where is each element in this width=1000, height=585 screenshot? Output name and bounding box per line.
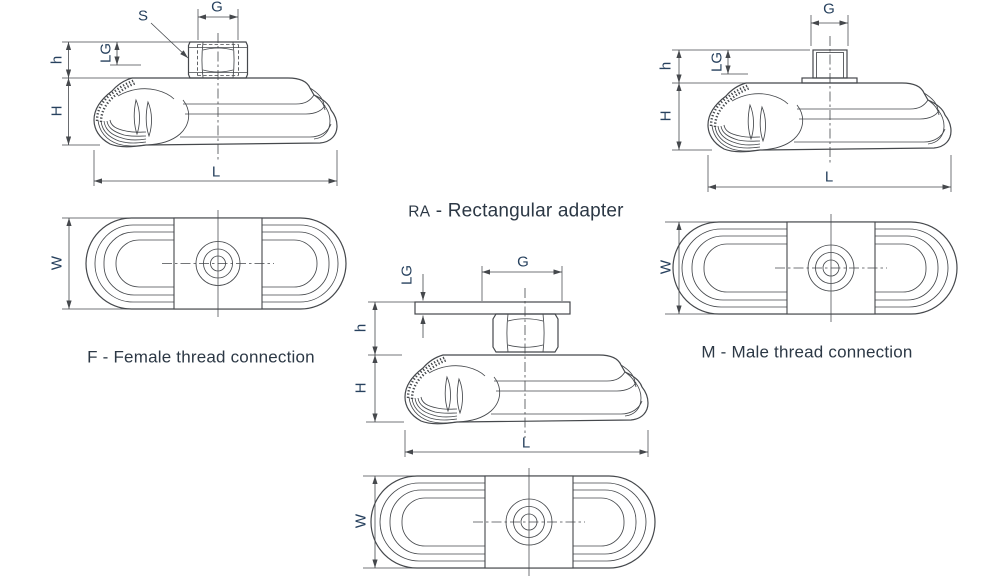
suction-cup-plan [370, 467, 656, 577]
caption-rect-adapter: RA - Rectangular adapter [408, 202, 623, 221]
suction-cup-body [403, 353, 650, 425]
figure-female-side-view [62, 9, 339, 186]
figure-rect-adapter-bottom-view [363, 467, 656, 577]
dim-label-H-male: H [657, 110, 675, 122]
dim-label-h-female: h [48, 55, 66, 65]
dim-label-H-female: H [48, 105, 66, 117]
suction-cup-body [706, 81, 953, 153]
hex-nut [492, 313, 559, 353]
dim-label-w-male: W [657, 259, 675, 275]
figure-rect-adapter-side-view [366, 266, 650, 457]
figure-male-top-view [665, 213, 958, 323]
suction-cup-plan [672, 213, 958, 323]
hex-nut [187, 41, 249, 79]
rectangular-adapter-plate [414, 301, 571, 315]
dim-label-g-ra: G [517, 253, 529, 271]
figure-female-top-view [62, 209, 347, 318]
caption-ra-rest: - Rectangular adapter [430, 200, 624, 222]
suction-cup-plan [85, 209, 347, 318]
dim-label-lg-female: LG [97, 42, 115, 64]
dim-label-h-ra: h [352, 323, 370, 333]
dim-label-lg-ra: LG [398, 264, 416, 286]
dim-label-s-female: S [137, 7, 149, 25]
figure-male-side-view [672, 15, 953, 192]
suction-cup-body [92, 76, 339, 148]
dim-label-h-male: h [657, 61, 675, 71]
dim-label-H-ra: H [352, 382, 370, 394]
dim-label-l-female: L [211, 163, 221, 181]
dim-label-l-ra: L [521, 434, 531, 452]
dim-label-w-ra: W [352, 513, 370, 529]
dim-label-g-male: G [823, 0, 835, 18]
dim-label-lg-male: LG [708, 51, 726, 73]
dim-label-g-female: G [211, 0, 223, 16]
dim-label-w-female: W [48, 255, 66, 271]
caption-ra-prefix: RA [408, 203, 431, 221]
caption-female: F - Female thread connection [87, 347, 315, 367]
male-thread-stud [801, 49, 858, 84]
wrench-size-leader [150, 22, 189, 59]
dim-label-l-male: L [824, 168, 834, 186]
caption-male: M - Male thread connection [701, 342, 913, 362]
